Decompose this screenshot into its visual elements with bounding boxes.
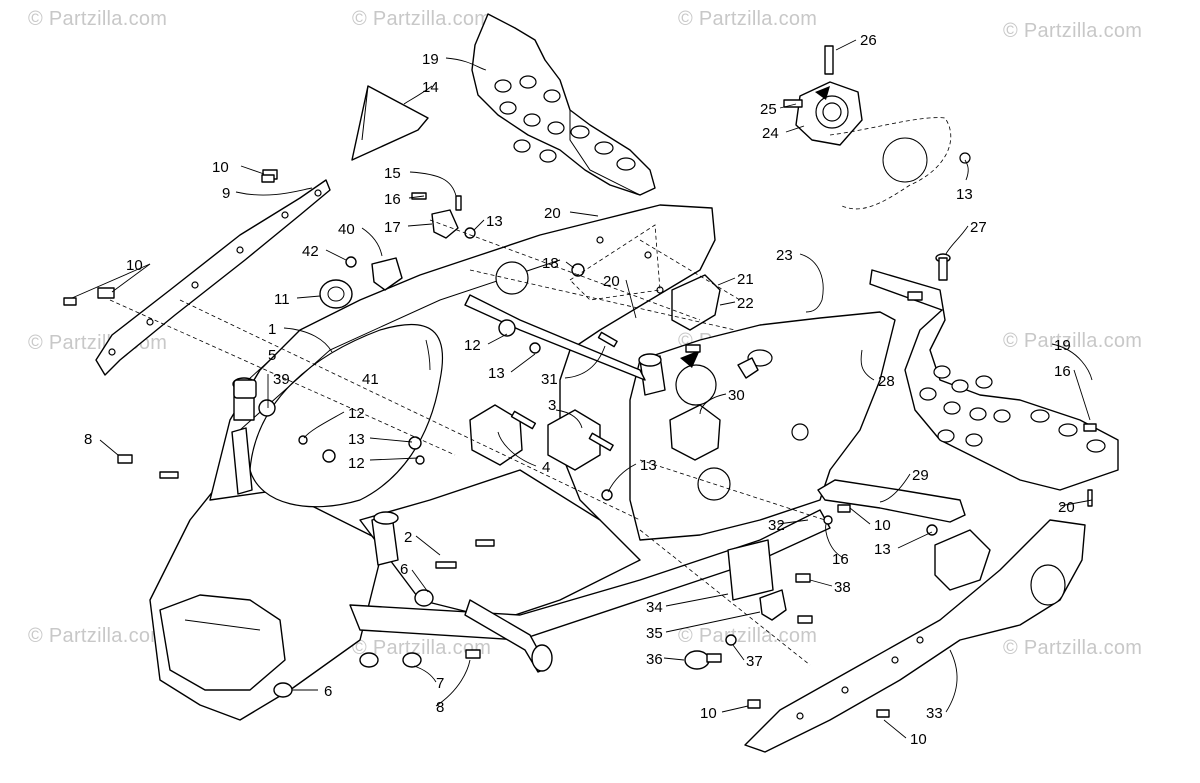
callout-40: 40 — [338, 221, 355, 238]
callout-18: 18 — [542, 255, 559, 272]
callout-8: 8 — [84, 431, 92, 448]
callout-13: 13 — [488, 365, 505, 382]
callout-3: 3 — [548, 397, 556, 414]
callout-42: 42 — [302, 243, 319, 260]
part-14-bracket — [351, 85, 429, 161]
part-24-bearing-flange — [783, 45, 971, 210]
part-21-plate — [671, 274, 721, 331]
callout-26: 26 — [860, 32, 877, 49]
callout-13: 13 — [486, 213, 503, 230]
part-19-right-shield — [869, 269, 1119, 491]
callout-13: 13 — [348, 431, 365, 448]
callout-38: 38 — [834, 579, 851, 596]
callout-15: 15 — [384, 165, 401, 182]
callout-27: 27 — [970, 219, 987, 236]
callout-12: 12 — [348, 455, 365, 472]
part-30-bracket — [669, 357, 759, 461]
callout-20: 20 — [1058, 499, 1075, 516]
callout-10: 10 — [700, 705, 717, 722]
part-35-bracket — [759, 589, 787, 621]
assembly-lines — [109, 219, 826, 666]
watermark-text: © Partzilla.com — [678, 8, 818, 30]
callout-36: 36 — [646, 651, 663, 668]
part-27-bolt — [935, 253, 951, 281]
part-19-upper-shield — [471, 13, 656, 196]
callout-37: 37 — [746, 653, 763, 670]
callout-24: 24 — [762, 125, 779, 142]
callout-41: 41 — [362, 371, 379, 388]
callout-20: 20 — [544, 205, 561, 222]
callout-33: 33 — [926, 705, 943, 722]
watermark-text: © Partzilla.com — [1003, 330, 1143, 352]
callout-10: 10 — [212, 159, 229, 176]
watermark-text: © Partzilla.com — [352, 8, 492, 30]
callout-19: 19 — [422, 51, 439, 68]
callout-10: 10 — [874, 517, 891, 534]
callout-6: 6 — [400, 561, 408, 578]
part-36-knob — [684, 650, 722, 670]
callout-35: 35 — [646, 625, 663, 642]
callout-32: 32 — [768, 517, 785, 534]
part-5-bushing — [233, 379, 257, 399]
callout-25: 25 — [760, 101, 777, 118]
callout-20: 20 — [603, 273, 620, 290]
callout-21: 21 — [737, 271, 754, 288]
part-1-main-frame — [149, 204, 896, 721]
callout-13: 13 — [640, 457, 657, 474]
callout-17: 17 — [384, 219, 401, 236]
part-6-7-bushings — [273, 589, 434, 698]
callout-28: 28 — [878, 373, 895, 390]
callout-11: 11 — [274, 291, 290, 308]
callout-30: 30 — [728, 387, 745, 404]
callout-39: 39 — [273, 371, 290, 388]
callout-12: 12 — [348, 405, 365, 422]
watermark-text: © Partzilla.com — [352, 637, 492, 659]
part-40-clamp — [345, 256, 403, 291]
callout-4: 4 — [542, 459, 550, 476]
callout-16: 16 — [832, 551, 849, 568]
callout-16: 16 — [384, 191, 401, 208]
callout-5: 5 — [268, 347, 276, 364]
part-29-strut — [817, 479, 966, 523]
watermark-text: © Partzilla.com — [28, 625, 168, 647]
callout-9: 9 — [222, 185, 230, 202]
watermark-text: © Partzilla.com — [1003, 637, 1143, 659]
callout-16: 16 — [1054, 363, 1071, 380]
callout-29: 29 — [912, 467, 929, 484]
callout-8: 8 — [436, 699, 444, 716]
part-33-side-rail — [744, 519, 1086, 753]
watermark-text: © Partzilla.com — [1003, 20, 1143, 42]
callout-10: 10 — [126, 257, 143, 274]
callout-10: 10 — [910, 731, 927, 748]
small-bolts — [63, 174, 1097, 718]
callout-1: 1 — [268, 321, 276, 338]
callout-7: 7 — [436, 675, 444, 692]
part-17-clip — [411, 192, 476, 239]
callouts: 19 14 26 25 24 13 10 9 15 16 17 13 20 27… — [71, 32, 1093, 748]
callout-22: 22 — [737, 295, 754, 312]
callout-2: 2 — [404, 529, 412, 546]
callout-31: 31 — [541, 371, 558, 388]
callout-23: 23 — [776, 247, 793, 264]
part-11-grommet — [319, 279, 353, 309]
part-3-4-adjusters — [469, 404, 614, 471]
callout-34: 34 — [646, 599, 663, 616]
callout-13: 13 — [874, 541, 891, 558]
callout-19: 19 — [1054, 337, 1071, 354]
callout-6: 6 — [324, 683, 332, 700]
callout-14: 14 — [422, 79, 439, 96]
callout-12: 12 — [464, 337, 481, 354]
part-34-plate — [727, 539, 774, 601]
watermark-text: © Partzilla.com — [678, 625, 818, 647]
callout-13: 13 — [956, 186, 973, 203]
watermark-text: © Partzilla.com — [28, 8, 168, 30]
part-39-washer — [258, 399, 276, 417]
